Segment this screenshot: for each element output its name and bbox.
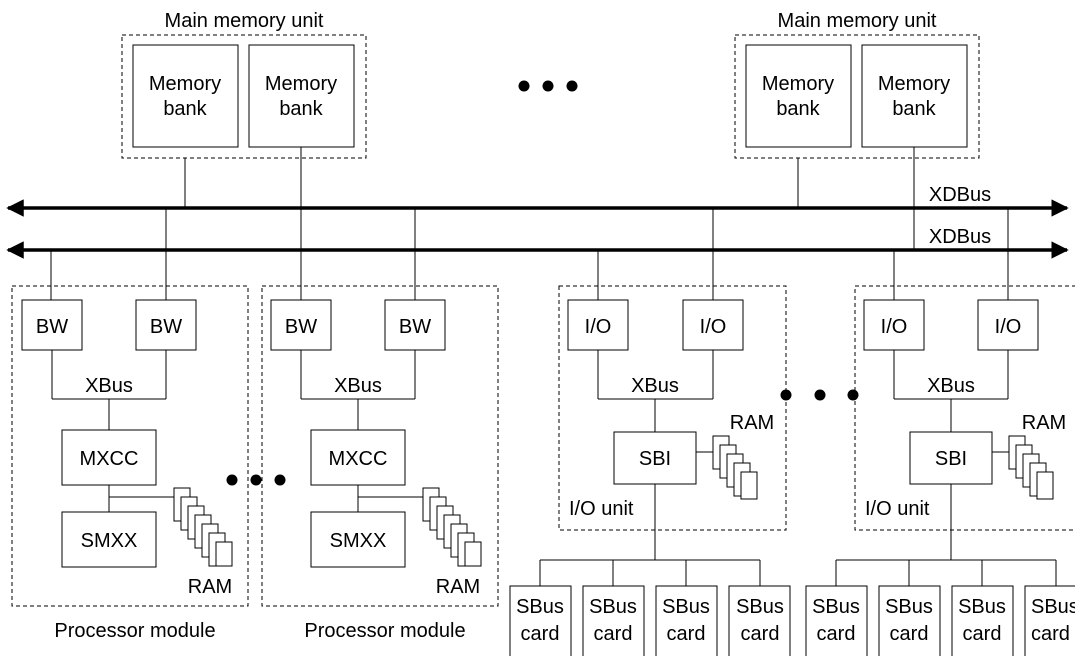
mxcc-box [61, 429, 157, 486]
memory-bank-label-line1: Memory [265, 73, 337, 95]
sbi-label: SBI [935, 448, 967, 470]
xbus-label: XBus [631, 375, 679, 397]
sbus-card-label-line1: SBus [1031, 596, 1075, 618]
sbus-card-label-line1: SBus [589, 596, 637, 618]
sbus-card-label-line2: card [741, 623, 780, 645]
io-box [863, 299, 925, 351]
io-label: I/O [881, 316, 908, 338]
xdbus-top: XDBus [6, 184, 1069, 217]
bw-label: BW [36, 316, 68, 338]
ram-chip-stack [712, 435, 758, 500]
main-memory-unit-label: Main memory unit [165, 10, 324, 32]
mxcc-box [310, 429, 406, 486]
memory-bank-label-line1: Memory [149, 73, 221, 95]
bw-label: BW [399, 316, 431, 338]
memory-bank: Memory bank [745, 44, 852, 148]
sbus-card-label-line1: SBus [958, 596, 1006, 618]
sbus-card [728, 585, 791, 656]
sbus-card [805, 585, 868, 656]
xbus-label: XBus [85, 375, 133, 397]
mxcc-label: MXCC [80, 448, 139, 470]
bw-box [270, 299, 332, 351]
ellipsis-dots [780, 389, 859, 401]
sbus-card-partial [1024, 585, 1075, 656]
main-memory-unit-left: Main memory unit Memory bank Memory bank [121, 10, 367, 250]
sbus-card-label-line1: SBus [885, 596, 933, 618]
processor-module-label: Processor module [304, 620, 465, 642]
smxx-box [310, 511, 406, 568]
ellipsis-dots [226, 474, 286, 486]
sbus-card-label-line2: card [594, 623, 633, 645]
smxx-label: SMXX [81, 530, 138, 552]
sbus-card-label-line1: SBus [812, 596, 860, 618]
io-unit: I/O I/O XBus SBI RAM I/O unit [854, 208, 1075, 531]
io-label: I/O [700, 316, 727, 338]
memory-bank-label-line2: bank [279, 98, 323, 120]
sbus-card-label-line1: SBus [662, 596, 710, 618]
sbus-card-label-line1: SBus [736, 596, 784, 618]
memory-bank-label-line2: bank [892, 98, 936, 120]
bw-box [135, 299, 197, 351]
sbus-card [509, 585, 572, 656]
xdbus-top-label: XDBus [929, 184, 991, 206]
bw-box [384, 299, 446, 351]
sbus-card-label-line2: card [667, 623, 706, 645]
memory-bank: Memory bank [248, 44, 355, 148]
ram-chip-stack [422, 487, 482, 567]
main-memory-unit-right: Main memory unit Memory bank Memory bank [734, 10, 980, 250]
io-box [682, 299, 744, 351]
smxx-box [61, 511, 157, 568]
processor-module: BW BW XBus MXCC SMXX RAM Processor modul… [261, 208, 499, 642]
sbus-card-label-line2: card [963, 623, 1002, 645]
sbi-box [613, 431, 697, 485]
io-unit-label: I/O unit [865, 498, 930, 520]
sbus-card-label-line2: card [1031, 623, 1070, 645]
sbus-card [878, 585, 941, 656]
sbus-card-label-line1: SBus [516, 596, 564, 618]
memory-bank-label-line1: Memory [762, 73, 834, 95]
io-unit: I/O I/O XBus SBI RAM I/O unit [558, 208, 787, 531]
memory-bank-label-line2: bank [776, 98, 820, 120]
processor-module-label: Processor module [54, 620, 215, 642]
smxx-label: SMXX [330, 530, 387, 552]
main-memory-unit-label: Main memory unit [778, 10, 937, 32]
memory-bank-label-line2: bank [163, 98, 207, 120]
xbus-label: XBus [334, 375, 382, 397]
sbus-card-label-line2: card [521, 623, 560, 645]
xdbus-bottom-label: XDBus [929, 226, 991, 248]
sbus-card-group: SBus card SBus card SBus card SBus card [805, 484, 1075, 656]
bw-label: BW [285, 316, 317, 338]
sbus-card-label-line2: card [890, 623, 929, 645]
memory-bank: Memory bank [861, 44, 968, 148]
sbus-card [582, 585, 645, 656]
xbus-label: XBus [927, 375, 975, 397]
io-label: I/O [585, 316, 612, 338]
ram-chip-stack [1008, 435, 1054, 500]
sbi-box [909, 431, 993, 485]
processor-module: BW BW XBus MXCC SMXX RAM Processor modul… [11, 208, 249, 642]
mxcc-label: MXCC [329, 448, 388, 470]
memory-bank: Memory bank [132, 44, 239, 148]
sbi-label: SBI [639, 448, 671, 470]
sbus-card [655, 585, 718, 656]
ram-label: RAM [730, 412, 774, 434]
ram-chip-stack [173, 487, 233, 567]
bw-box [21, 299, 83, 351]
ram-label: RAM [436, 576, 480, 598]
sbus-card-group: SBus card SBus card SBus card SBus card [509, 484, 791, 656]
io-unit-label: I/O unit [569, 498, 634, 520]
sbus-card [951, 585, 1014, 656]
io-label: I/O [995, 316, 1022, 338]
memory-bank-label-line1: Memory [878, 73, 950, 95]
ram-label: RAM [188, 576, 232, 598]
xdbus-bottom: XDBus [6, 226, 1069, 259]
ellipsis-dots [518, 80, 578, 92]
ram-label: RAM [1022, 412, 1066, 434]
bw-label: BW [150, 316, 182, 338]
sbus-card-label-line2: card [817, 623, 856, 645]
